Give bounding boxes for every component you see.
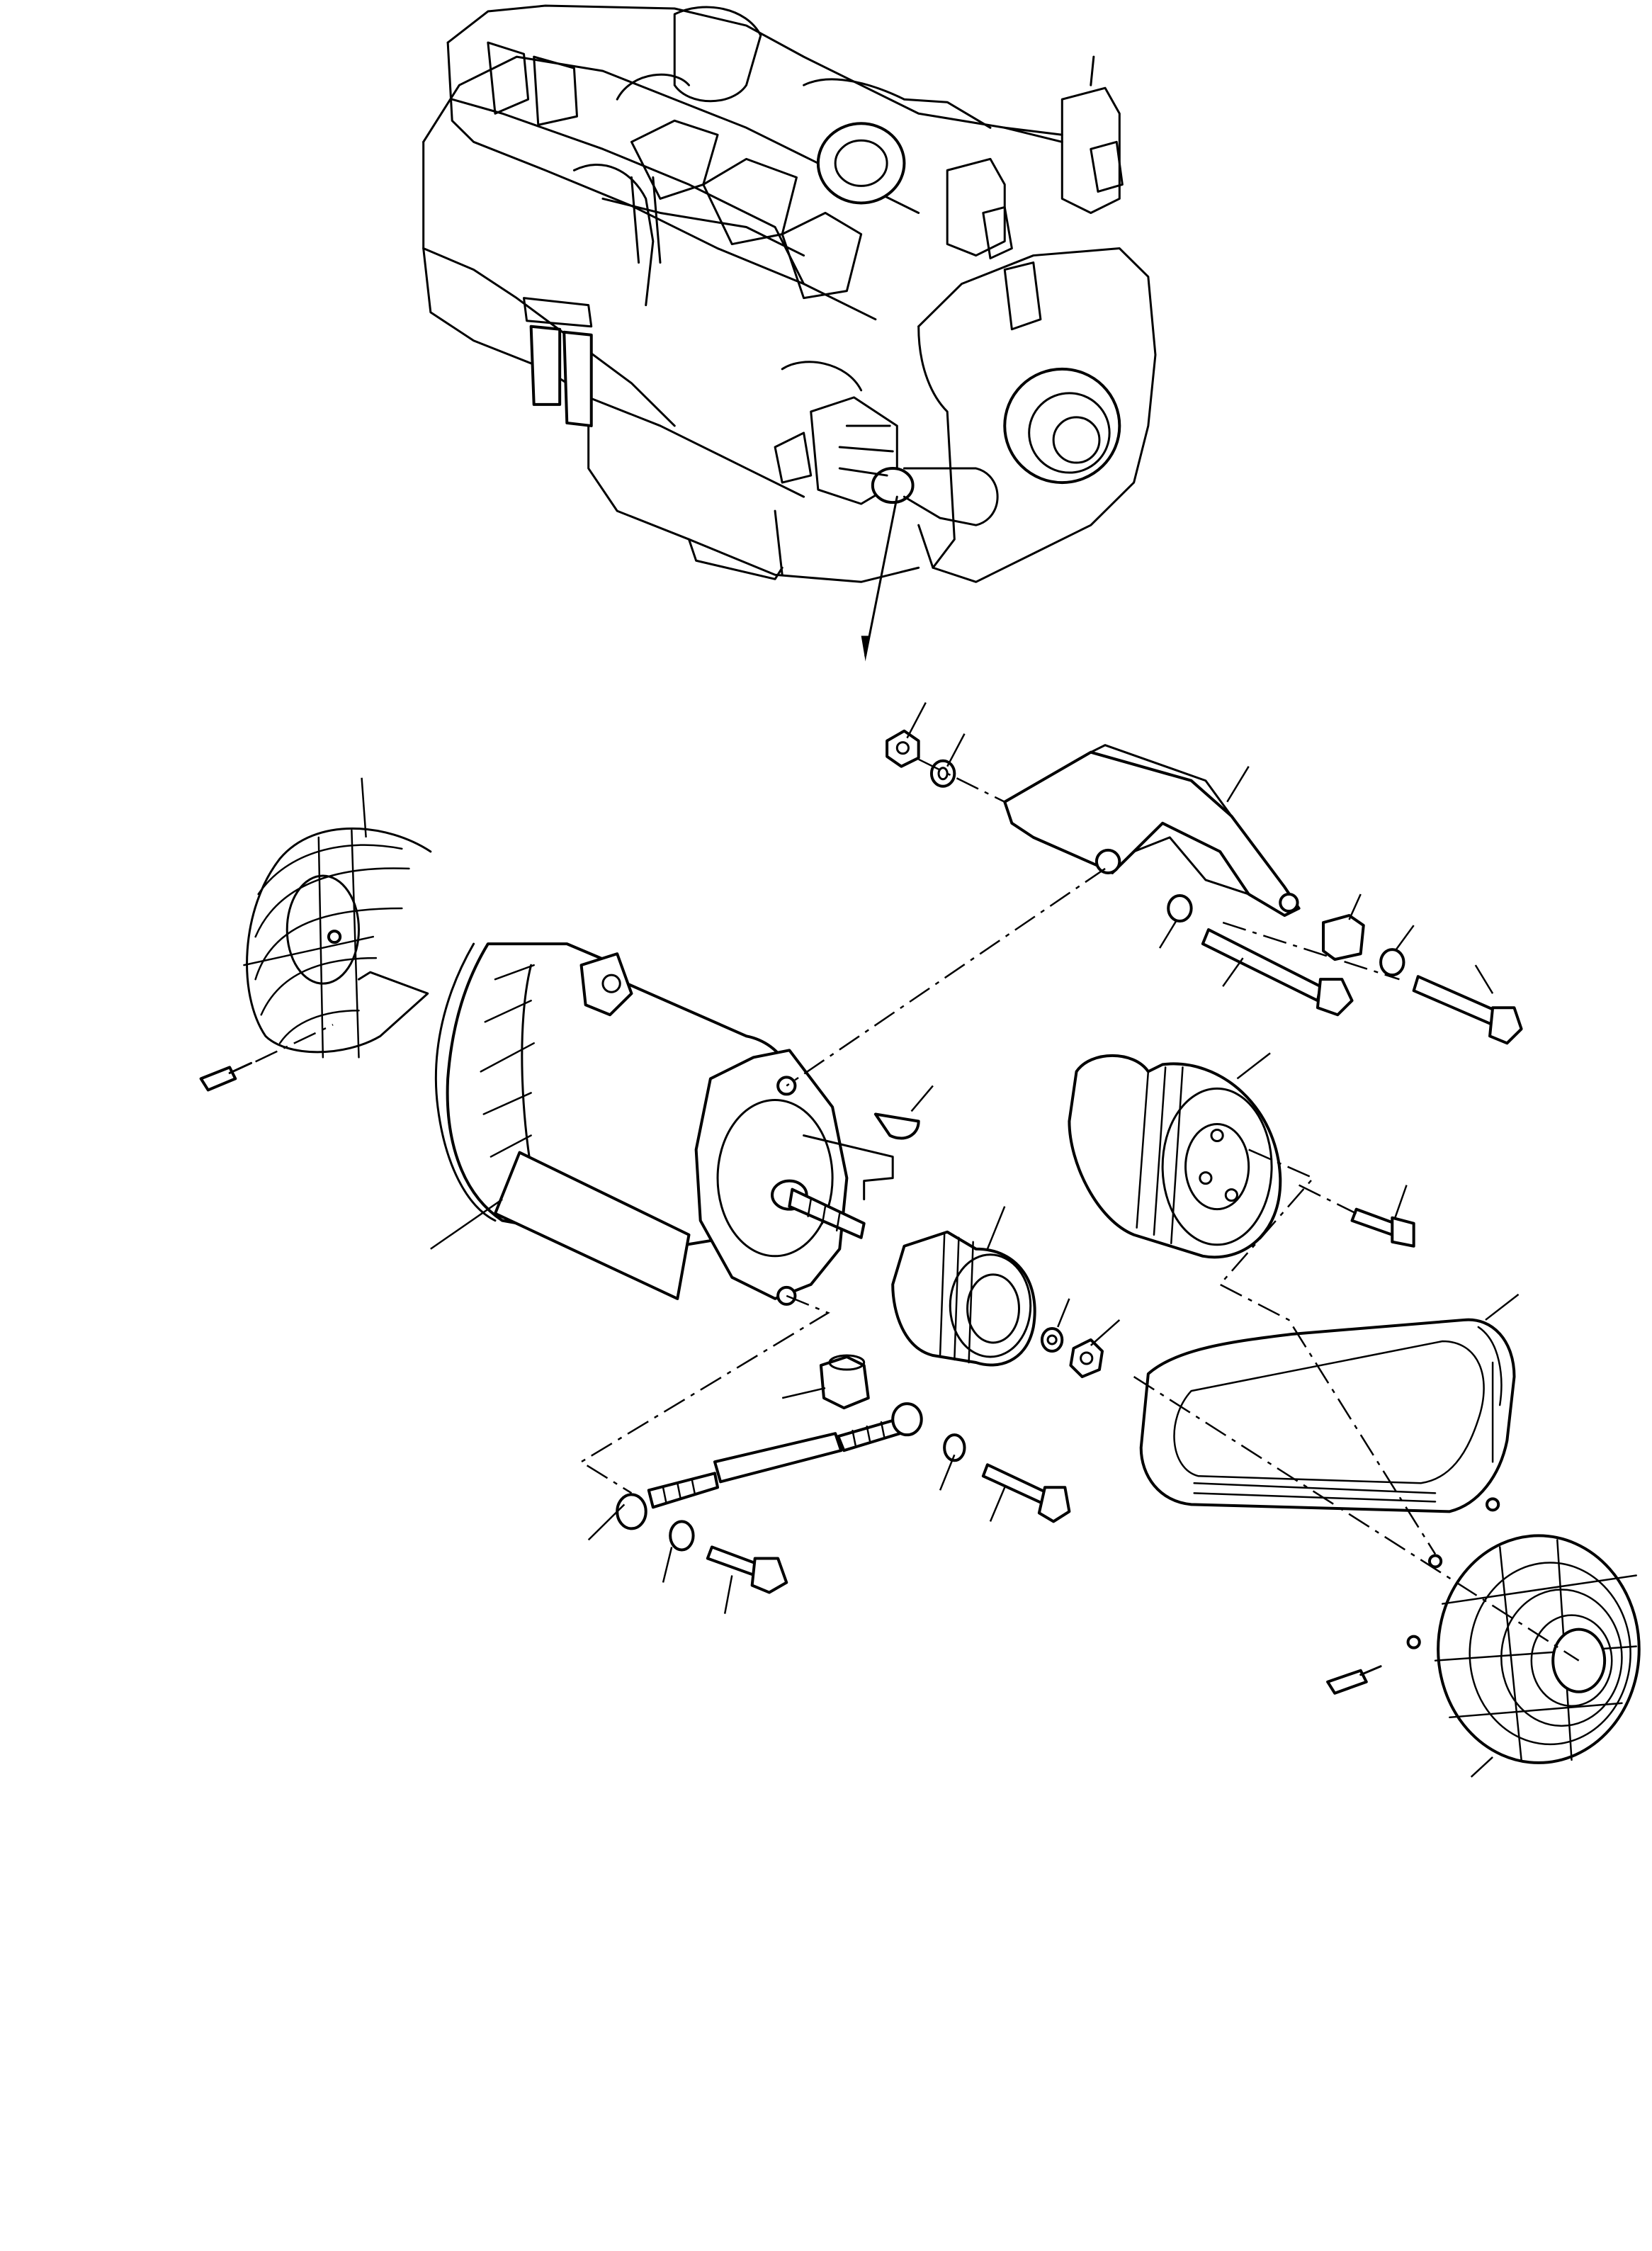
bolt — [1203, 930, 1522, 1043]
alternator-bracket — [1005, 745, 1299, 915]
fan-guard-right — [1408, 1499, 1639, 1763]
washer — [670, 1435, 964, 1550]
washer — [1042, 1328, 1062, 1351]
screw — [1352, 1209, 1414, 1246]
key-bracket-line — [804, 1136, 893, 1200]
assembly-line — [256, 1025, 333, 1061]
leader-lines — [362, 703, 1519, 1777]
alternator-pulley — [893, 1232, 1034, 1365]
nut — [887, 731, 919, 767]
washer — [932, 761, 954, 786]
engine-assembly — [424, 6, 1155, 662]
nut — [1070, 1340, 1102, 1377]
adjusting-rod — [617, 1404, 922, 1528]
drive-pulley — [1069, 1056, 1280, 1257]
screw — [1328, 1666, 1381, 1693]
bolt — [708, 1465, 1070, 1592]
spacer-lower — [821, 1355, 869, 1408]
v-belt — [1141, 1320, 1515, 1512]
woodruff-key — [876, 1114, 919, 1138]
screw — [201, 1063, 251, 1090]
spacer-upper — [1323, 915, 1364, 959]
washer — [1168, 896, 1403, 975]
alternator-cover — [495, 1153, 689, 1299]
assembly-lines — [582, 760, 1579, 1661]
fan-guard-left — [244, 828, 430, 1057]
